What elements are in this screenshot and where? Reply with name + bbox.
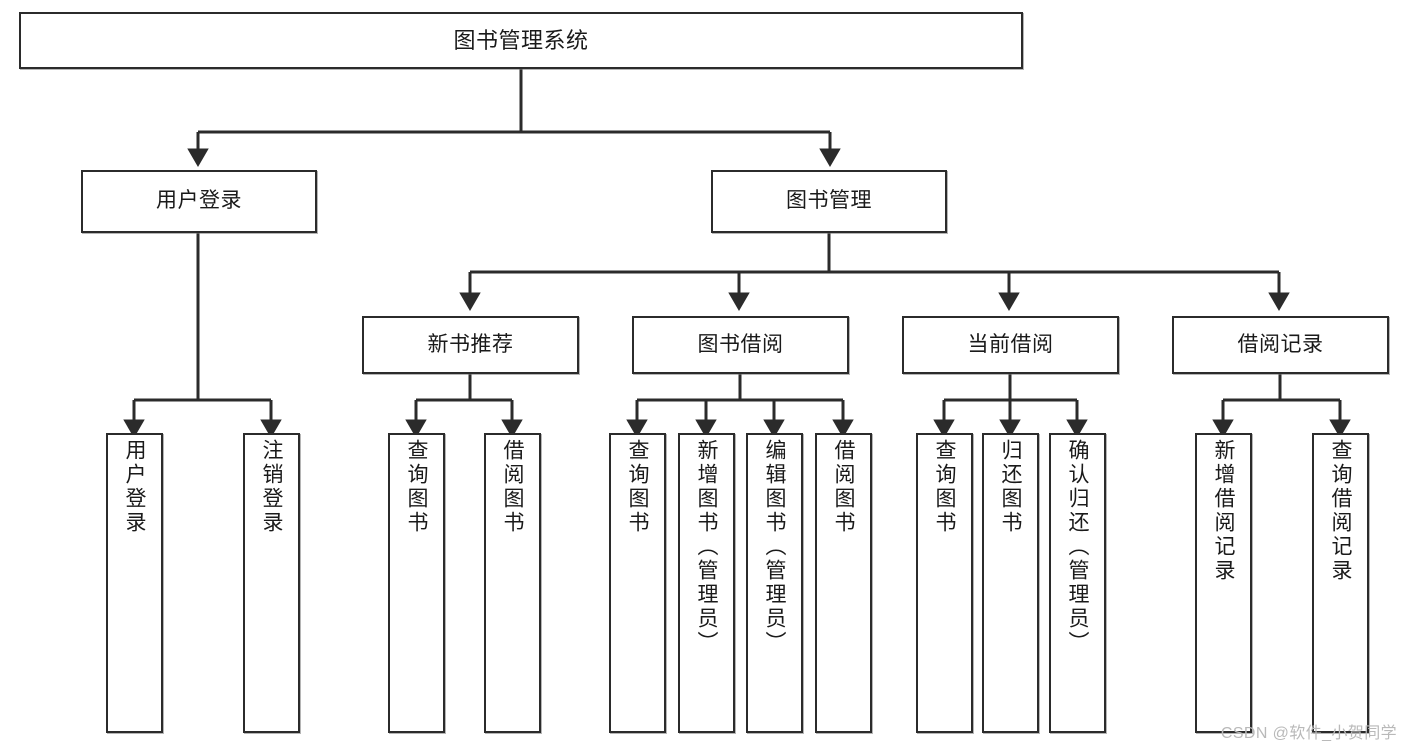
node-user-login[interactable]: 用户登录 — [81, 170, 317, 233]
leaf-user-login-logout[interactable]: 注销登录 — [243, 433, 300, 733]
node-label: 新增图书（管理员） — [695, 439, 718, 655]
node-label: 查询图书 — [933, 439, 956, 535]
node-label: 图书管理 — [786, 189, 872, 213]
node-label: 编辑图书（管理员） — [763, 439, 786, 655]
leaf-user-login-login[interactable]: 用户登录 — [106, 433, 163, 733]
node-label: 借阅记录 — [1237, 332, 1324, 356]
node-label: 当前借阅 — [967, 332, 1054, 356]
leaf-borrow-borrow-book[interactable]: 借阅图书 — [815, 433, 872, 733]
node-label: 查询图书 — [405, 439, 428, 535]
node-label: 图书借阅 — [697, 332, 784, 356]
node-label: 归还图书 — [999, 439, 1022, 535]
leaf-borrow-query-book[interactable]: 查询图书 — [609, 433, 666, 733]
watermark: CSDN @软件_小贺同学 — [1220, 725, 1397, 742]
node-borrow-records[interactable]: 借阅记录 — [1172, 316, 1389, 374]
node-label: 借阅图书 — [501, 439, 524, 535]
node-label: 新增借阅记录 — [1212, 439, 1235, 583]
node-book-borrow[interactable]: 图书借阅 — [632, 316, 849, 374]
node-book-management[interactable]: 图书管理 — [711, 170, 947, 233]
leaf-borrow-add-book-admin[interactable]: 新增图书（管理员） — [678, 433, 735, 733]
leaf-records-query-record[interactable]: 查询借阅记录 — [1312, 433, 1369, 733]
node-label: 用户登录 — [123, 439, 146, 535]
leaf-borrow-edit-book-admin[interactable]: 编辑图书（管理员） — [746, 433, 803, 733]
node-label: 查询借阅记录 — [1329, 439, 1352, 583]
leaf-current-confirm-return-admin[interactable]: 确认归还（管理员） — [1049, 433, 1106, 733]
node-label: 新书推荐 — [427, 332, 514, 356]
node-label: 查询图书 — [626, 439, 649, 535]
node-current-borrow[interactable]: 当前借阅 — [902, 316, 1119, 374]
node-label: 借阅图书 — [832, 439, 855, 535]
node-label: 图书管理系统 — [453, 27, 589, 53]
node-label: 用户登录 — [156, 189, 242, 213]
leaf-current-return-book[interactable]: 归还图书 — [982, 433, 1039, 733]
leaf-recommend-borrow-book[interactable]: 借阅图书 — [484, 433, 541, 733]
node-new-book-recommend[interactable]: 新书推荐 — [362, 316, 579, 374]
node-label: 确认归还（管理员） — [1066, 439, 1089, 655]
leaf-recommend-query-book[interactable]: 查询图书 — [388, 433, 445, 733]
node-label: 注销登录 — [260, 439, 283, 535]
node-root-book-management-system[interactable]: 图书管理系统 — [19, 12, 1023, 69]
leaf-records-add-record[interactable]: 新增借阅记录 — [1195, 433, 1252, 733]
leaf-current-query-book[interactable]: 查询图书 — [916, 433, 973, 733]
